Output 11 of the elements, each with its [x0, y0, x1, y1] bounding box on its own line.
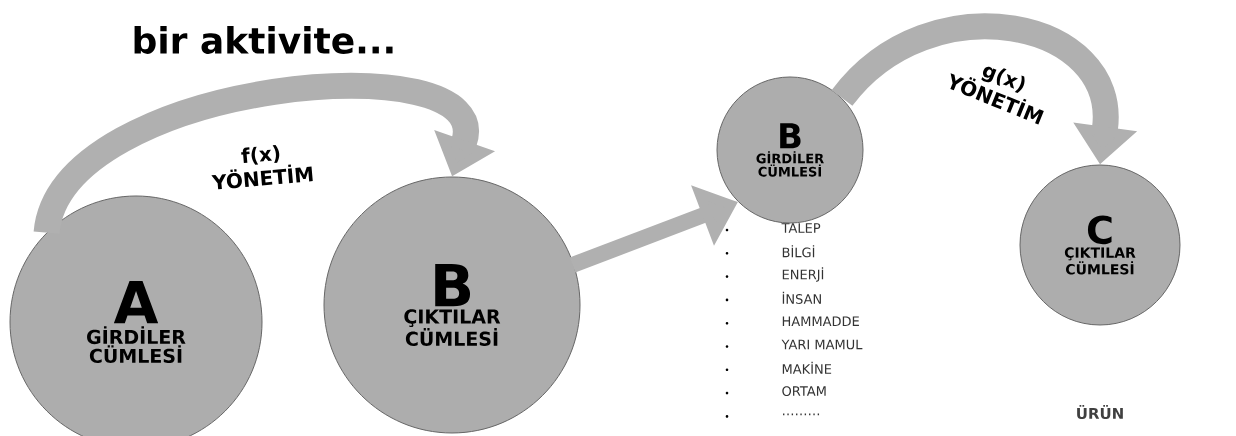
list-item: ………	[783, 413, 820, 416]
list-item: ENERJİ	[782, 267, 824, 282]
edge-label: f(x) YÖNETİM	[211, 145, 313, 190]
list-item: HAMMADDE	[782, 316, 859, 326]
output-label: ÜRÜN	[1077, 404, 1123, 420]
heading: bir aktivite...	[134, 26, 393, 54]
list-item: ORTAM	[782, 386, 826, 396]
list-item: MAKİNE	[782, 361, 832, 374]
list-item: BİLGİ	[782, 245, 815, 258]
list-item: YARI MAMUL	[781, 339, 863, 350]
list-item: İNSAN	[782, 291, 821, 304]
